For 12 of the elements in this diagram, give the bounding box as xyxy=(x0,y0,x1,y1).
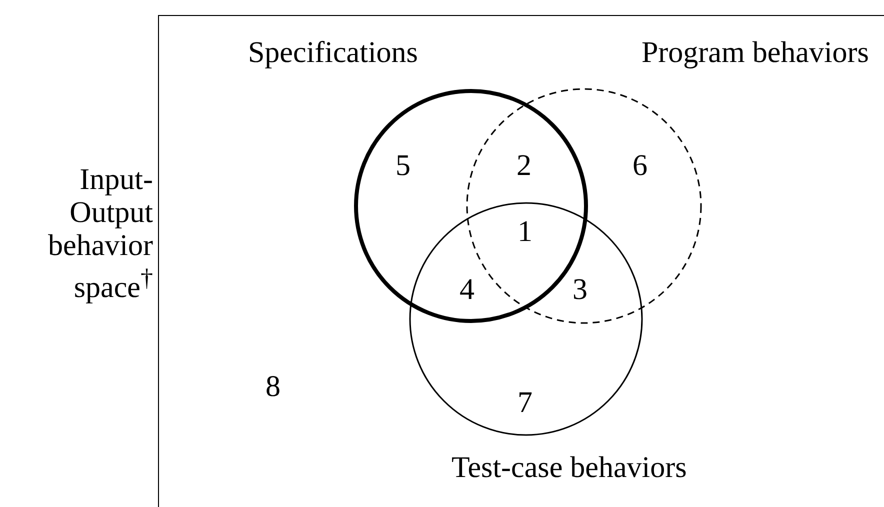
region-number: 2 xyxy=(516,151,532,181)
region-number: 5 xyxy=(396,151,410,181)
set-label: Test-case behaviors xyxy=(452,453,687,483)
space-label: Input-Output behavior space$^{†}$ xyxy=(47,163,153,304)
region-number: 4 xyxy=(460,275,474,305)
set-label: Program behaviors xyxy=(642,38,869,68)
set-label: Specifications xyxy=(248,38,418,68)
region-number: 6 xyxy=(632,151,648,181)
region-number: 8 xyxy=(266,372,280,402)
region-number: 1 xyxy=(518,217,532,247)
region-number: 3 xyxy=(572,275,588,305)
region-number: 7 xyxy=(518,388,532,418)
